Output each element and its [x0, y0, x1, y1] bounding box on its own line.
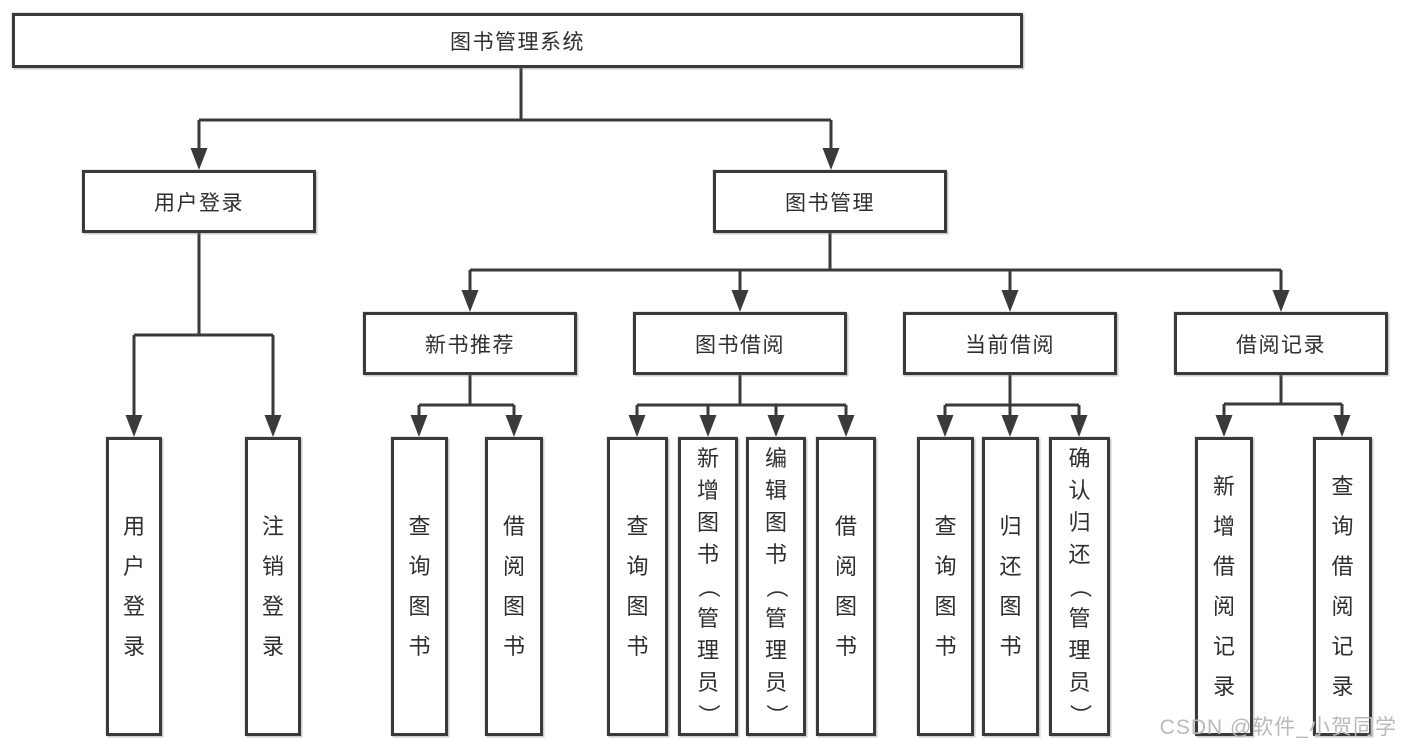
- node-leaf-add-borrow-record: 新增借阅记录: [1195, 437, 1253, 736]
- node-root: 图书管理系统: [12, 13, 1023, 68]
- node-book-management-label: 图书管理: [785, 191, 875, 215]
- node-root-label: 图书管理系统: [450, 30, 585, 54]
- node-leaf-query-books-2: 查询图书: [607, 437, 668, 736]
- node-borrowing-records-label: 借阅记录: [1236, 333, 1326, 357]
- node-user-login: 用户登录: [82, 170, 316, 233]
- node-leaf-query-books-1: 查询图书: [391, 437, 448, 736]
- node-leaf-borrow-books-2: 借阅图书: [816, 437, 876, 736]
- node-book-borrowing-label: 图书借阅: [695, 333, 785, 357]
- node-book-borrowing: 图书借阅: [633, 312, 847, 375]
- node-leaf-return-books: 归还图书: [982, 437, 1039, 736]
- node-new-book-recommendation-label: 新书推荐: [425, 333, 515, 357]
- node-leaf-borrow-books-1: 借阅图书: [485, 437, 543, 736]
- node-user-login-label: 用户登录: [154, 191, 244, 215]
- node-current-borrowing: 当前借阅: [903, 312, 1117, 375]
- node-current-borrowing-label: 当前借阅: [965, 333, 1055, 357]
- node-leaf-user-login: 用户登录: [106, 437, 162, 736]
- node-new-book-recommendation: 新书推荐: [363, 312, 577, 375]
- watermark: CSDN @软件_小贺同学: [1159, 716, 1397, 739]
- node-leaf-confirm-return-admin: 确认归还（管理员）: [1049, 437, 1110, 736]
- node-leaf-query-books-3: 查询图书: [917, 437, 974, 736]
- node-borrowing-records: 借阅记录: [1174, 312, 1388, 375]
- node-leaf-query-borrow-record: 查询借阅记录: [1313, 437, 1372, 736]
- node-book-management: 图书管理: [713, 170, 947, 233]
- node-leaf-add-books-admin: 新增图书（管理员）: [678, 437, 738, 736]
- arrowheads: [125, 148, 1351, 437]
- node-leaf-logout: 注销登录: [245, 437, 301, 736]
- node-leaf-edit-books-admin: 编辑图书（管理员）: [746, 437, 806, 736]
